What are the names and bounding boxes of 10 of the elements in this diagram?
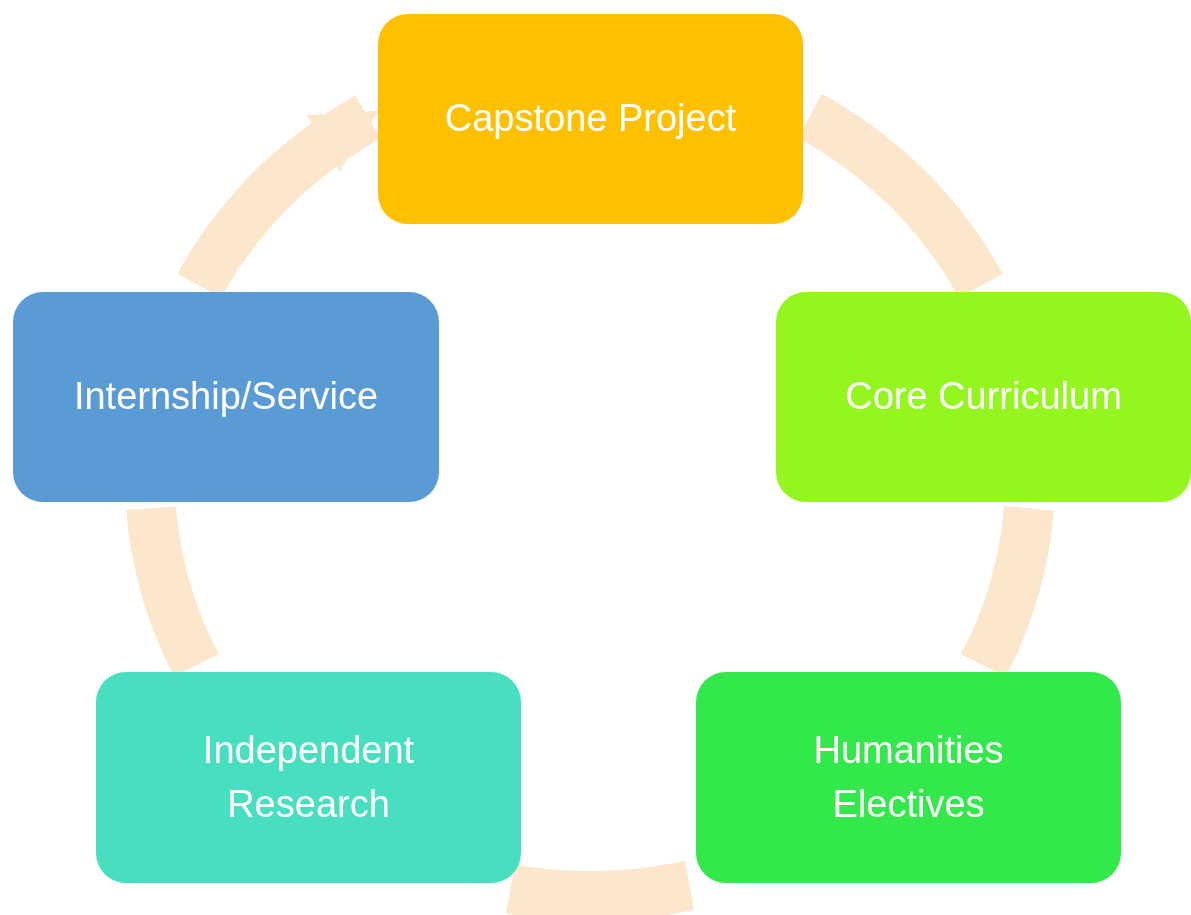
node-label: Humanities Electives — [812, 728, 1005, 827]
node-label: Core Curriculum — [845, 374, 1122, 420]
process-box — [776, 292, 1191, 502]
process-box — [378, 14, 803, 224]
node-label: Internship/Service — [73, 374, 379, 420]
node-label: Independent Research — [201, 728, 416, 827]
process-box — [96, 672, 521, 883]
process-box — [696, 672, 1121, 883]
node-label: Capstone Project — [444, 96, 737, 142]
process-box — [13, 292, 439, 502]
